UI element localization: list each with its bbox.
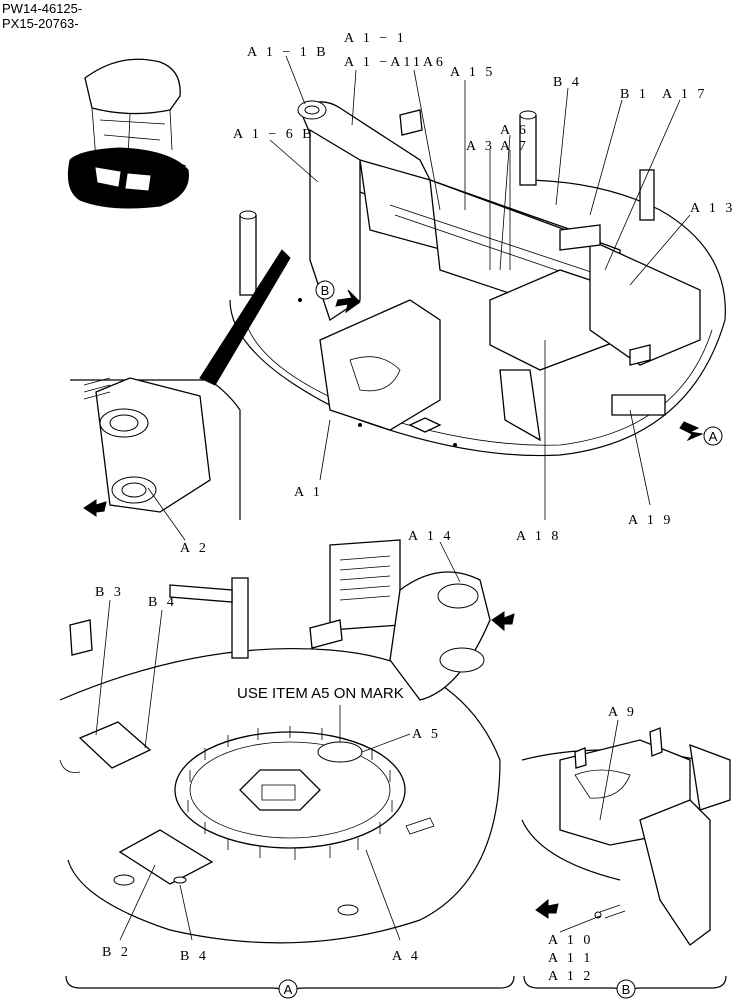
callout-b4-mid: B 4 xyxy=(148,595,177,610)
section-brace-a: A xyxy=(65,975,515,999)
view-marker-b-top: B xyxy=(315,280,335,300)
view-b-bottom xyxy=(521,727,731,946)
callout-a4: A 4 xyxy=(392,949,421,964)
svg-text:B: B xyxy=(622,982,631,997)
leader-lines xyxy=(95,55,691,941)
callout-a12: A 1 2 xyxy=(548,969,593,984)
callout-b3: B 3 xyxy=(95,585,124,600)
serial-range-1: PW14-46125- xyxy=(2,1,83,16)
callout-a11: A 1 1 xyxy=(548,951,593,966)
callout-a5: A 5 xyxy=(412,727,441,742)
callout-a3: A 3 xyxy=(466,139,495,154)
assembly-note: USE ITEM A5 ON MARK xyxy=(237,685,404,702)
callout-a2: A 2 xyxy=(180,541,209,556)
callout-a1: A 1 xyxy=(294,485,323,500)
detail-inset-a2 xyxy=(70,377,241,520)
callout-a19: A 1 9 xyxy=(628,513,673,528)
view-marker-a-top: A xyxy=(703,426,723,446)
callout-a1-6b: A 1 − 6 B xyxy=(233,127,315,142)
callout-a13: A 1 3 xyxy=(690,201,732,216)
view-a-bottom xyxy=(59,539,515,944)
callout-a10: A 1 0 xyxy=(548,933,593,948)
svg-text:A: A xyxy=(284,982,293,997)
machine-thumbnail xyxy=(67,58,189,209)
svg-text:B: B xyxy=(321,283,330,298)
callout-a6: A 6 xyxy=(500,123,529,138)
callout-a14: A 1 4 xyxy=(408,529,453,544)
callout-a7: A 7 xyxy=(500,139,529,154)
callout-b4-top: B 4 xyxy=(553,75,582,90)
callout-b1: B 1 xyxy=(620,87,649,102)
callout-b2: B 2 xyxy=(102,945,131,960)
svg-text:A: A xyxy=(709,429,718,444)
callout-a15: A 1 5 xyxy=(450,65,495,80)
callout-a17: A 1 7 xyxy=(662,87,707,102)
callout-b4-bot: B 4 xyxy=(180,949,209,964)
callout-a18: A 1 8 xyxy=(516,529,561,544)
revolving-frame-upper-view xyxy=(199,100,726,457)
callout-a1-a11a6: A 1 −A11A6 xyxy=(344,55,446,70)
callout-a1-1: A 1 − 1 xyxy=(344,31,407,46)
callout-a9: A 9 xyxy=(608,705,637,720)
serial-range-2: PX15-20763- xyxy=(2,16,79,31)
callout-a1-1b: A 1 − 1 B xyxy=(247,45,329,60)
section-brace-b: B xyxy=(523,975,727,999)
